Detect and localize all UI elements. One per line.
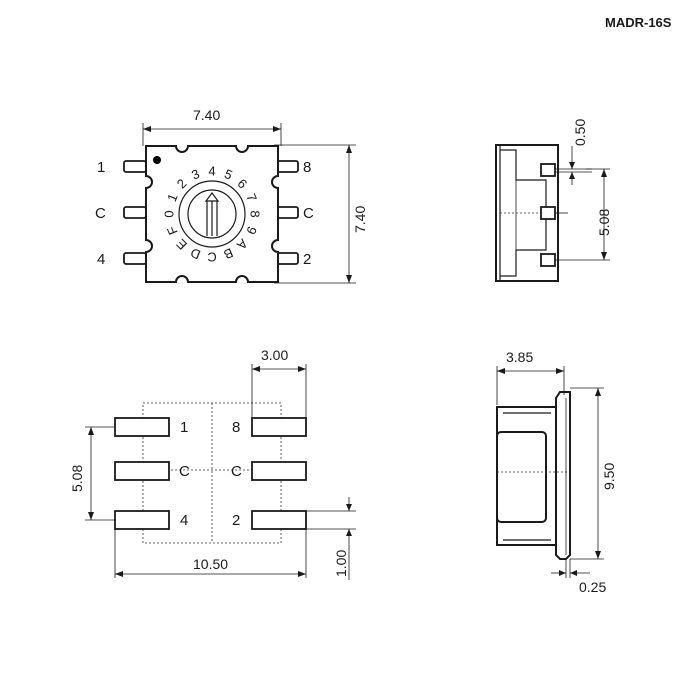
side-pin-width-dim: 0.50 bbox=[572, 119, 588, 146]
footprint-pad-length-dim: 3.00 bbox=[261, 347, 288, 363]
footprint-pad-label-right-2: C bbox=[231, 463, 242, 480]
front-height-dim: 9.50 bbox=[601, 463, 617, 490]
top-width-dim: 7.40 bbox=[193, 107, 220, 123]
front-lead-dim: 0.25 bbox=[579, 579, 606, 595]
top-pin-label-left-2: C bbox=[95, 205, 106, 222]
front-depth-dim: 3.85 bbox=[506, 349, 533, 365]
model-title: MADR-16S bbox=[605, 15, 672, 30]
footprint-pad-width-dim: 1.00 bbox=[333, 550, 349, 577]
dial-char: 4 bbox=[208, 164, 215, 179]
footprint-pad-label-right-1: 8 bbox=[232, 419, 240, 436]
footprint-pad-label-left-3: 4 bbox=[180, 512, 188, 529]
footprint-pad-label-right-3: 2 bbox=[232, 512, 240, 529]
top-pin-label-right-3: 2 bbox=[303, 251, 311, 268]
footprint-pad-label-left-2: C bbox=[179, 463, 190, 480]
dial-char: 8 bbox=[248, 210, 263, 217]
footprint-pitch-dim: 5.08 bbox=[69, 465, 85, 492]
top-pin-label-right-2: C bbox=[303, 205, 314, 222]
top-pin-label-right-1: 8 bbox=[303, 159, 311, 176]
top-pin-label-left-3: 4 bbox=[97, 251, 105, 268]
dial-char: 0 bbox=[162, 210, 177, 217]
top-pin-label-left-1: 1 bbox=[97, 159, 105, 176]
top-height-dim: 7.40 bbox=[352, 206, 368, 233]
footprint-total-width-dim: 10.50 bbox=[193, 556, 228, 572]
side-pin-pitch-dim: 5.08 bbox=[596, 209, 612, 236]
footprint-pad-label-left-1: 1 bbox=[180, 419, 188, 436]
front-view: 3.85 9.50 0.25 bbox=[496, 349, 617, 595]
side-view: 0.50 5.08 bbox=[495, 119, 612, 282]
dial-char: C bbox=[207, 250, 216, 265]
footprint-view: 1 C 4 8 C 2 3.00 5.08 10.50 1.00 bbox=[69, 347, 356, 580]
